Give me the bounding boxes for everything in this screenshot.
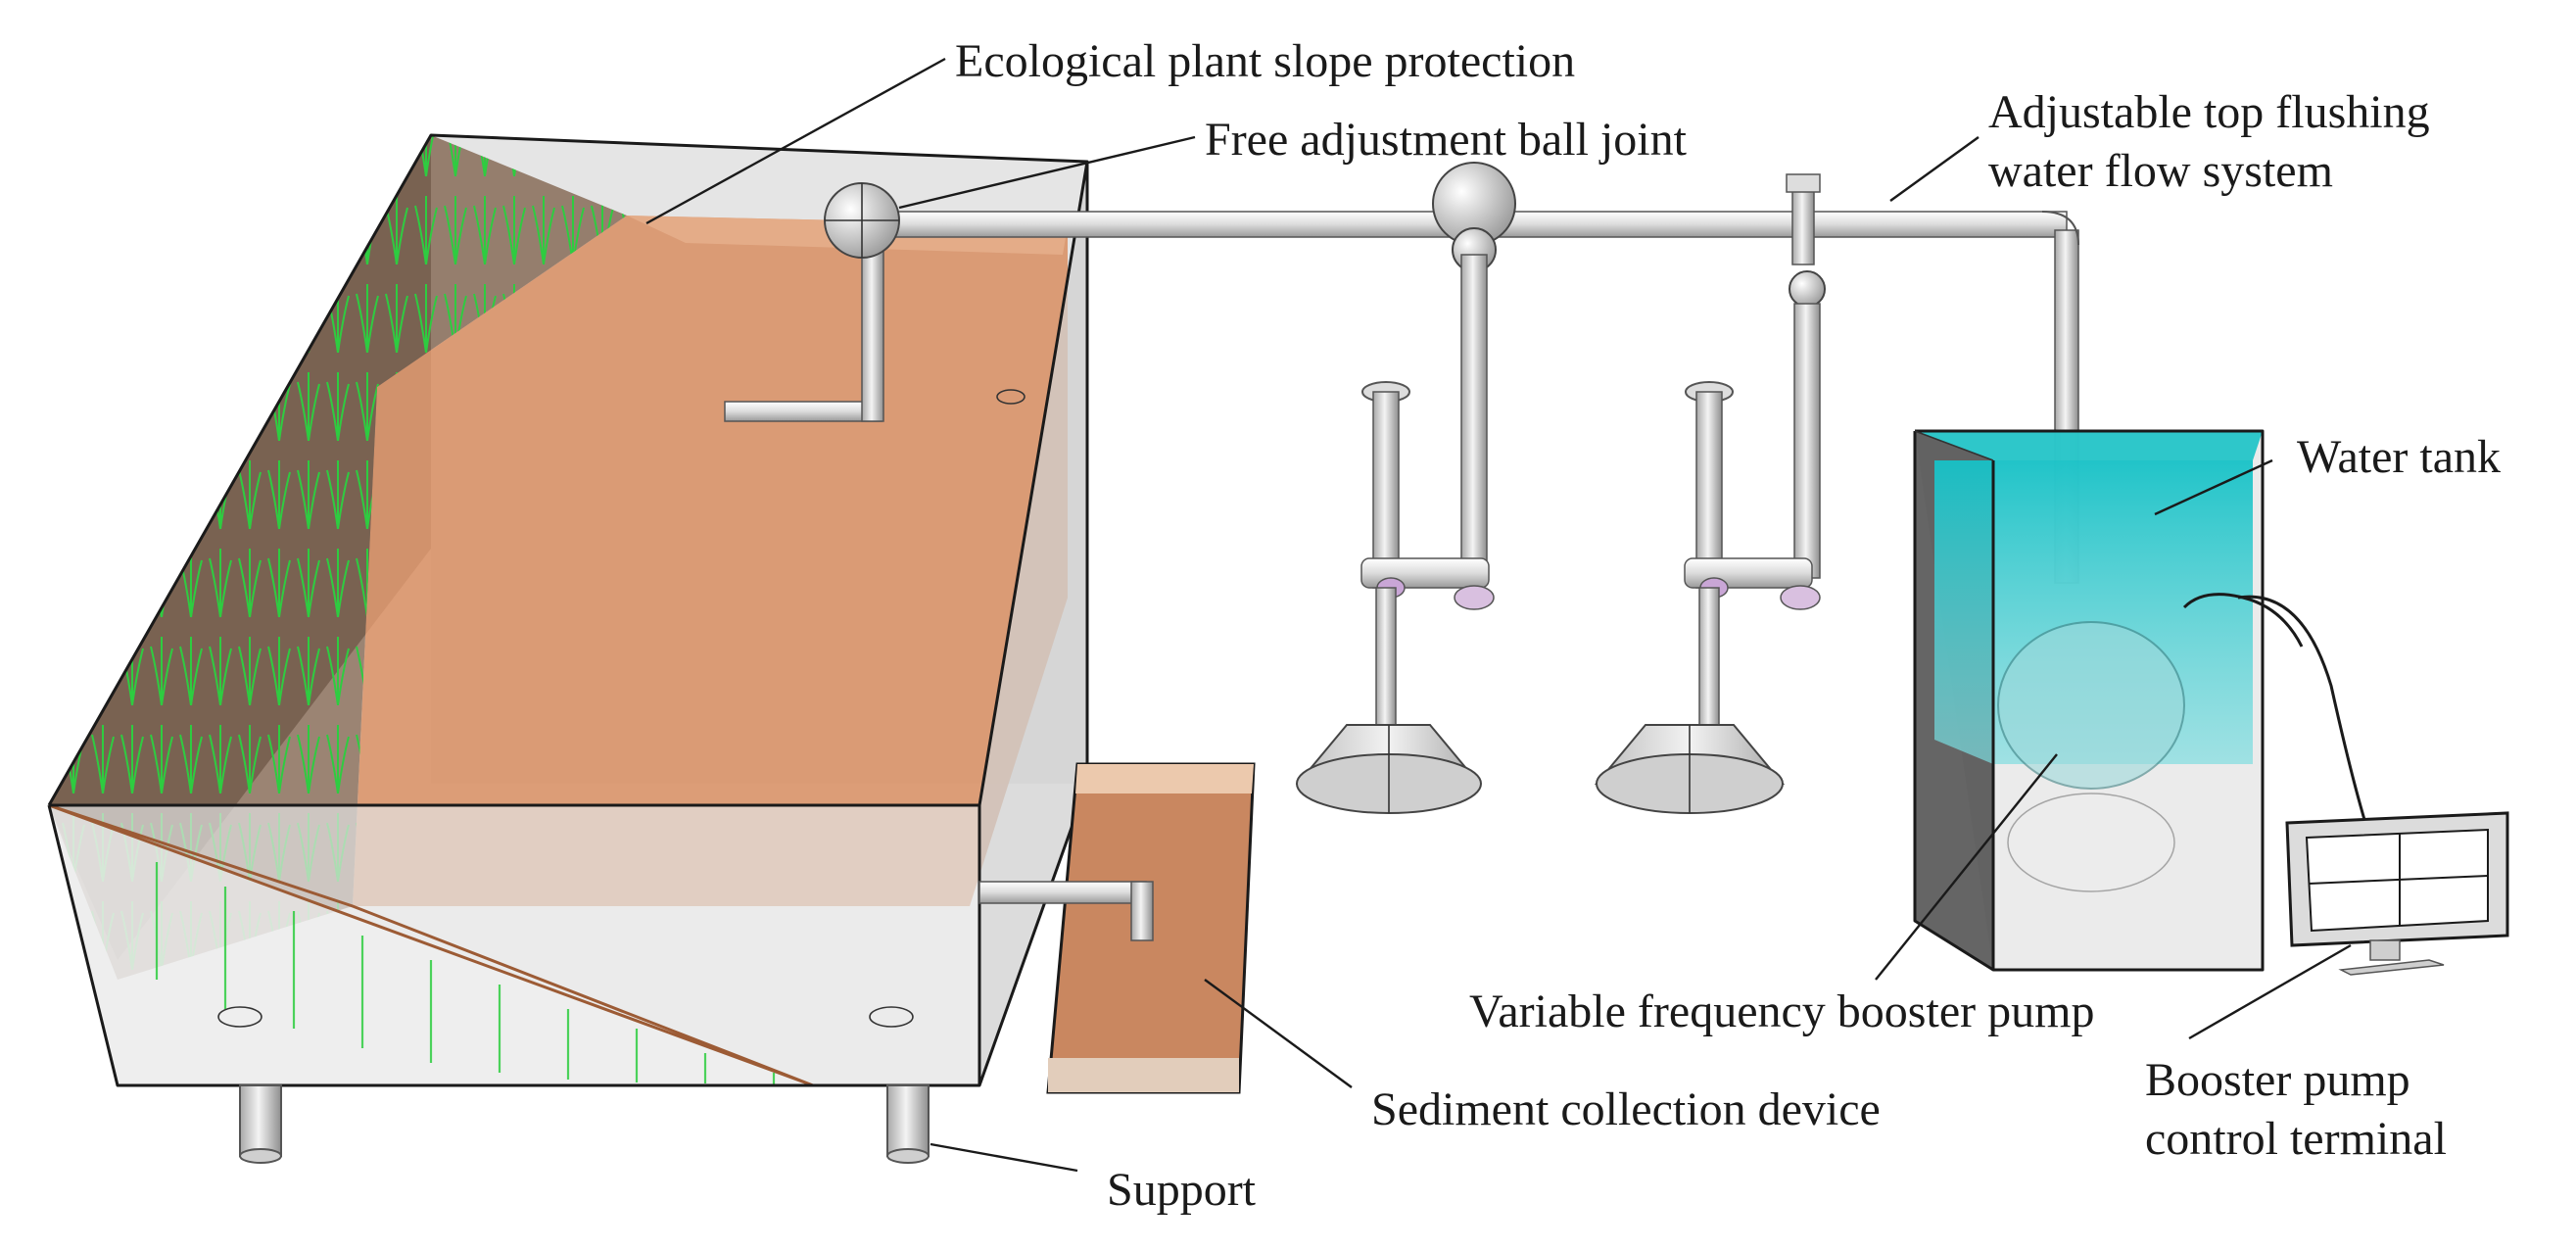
control-terminal-monitor xyxy=(2285,811,2509,976)
label-flow-system-line2: water flow system xyxy=(1988,145,2333,197)
support-legs xyxy=(239,1084,930,1164)
flume-box xyxy=(47,133,1089,1087)
label-booster-pump: Variable frequency booster pump xyxy=(1469,986,2094,1037)
adjustable-stand-right xyxy=(1594,381,1821,814)
label-support: Support xyxy=(1107,1164,1257,1216)
flushing-pipe-system xyxy=(824,162,2079,584)
sediment-collection-box xyxy=(978,762,1256,1094)
label-water-tank: Water tank xyxy=(2297,431,2501,483)
water-tank xyxy=(1913,429,2367,972)
label-ball-joint: Free adjustment ball joint xyxy=(1205,114,1688,166)
label-sediment-device: Sediment collection device xyxy=(1371,1083,1881,1135)
leader-lines xyxy=(645,57,2352,1173)
label-control-terminal-line2: control terminal xyxy=(2145,1113,2447,1165)
label-flow-system-line1: Adjustable top flushing xyxy=(1988,86,2430,138)
soil-bed xyxy=(353,216,1068,906)
label-control-terminal-line1: Booster pump xyxy=(2145,1054,2410,1106)
label-slope-protection: Ecological plant slope protection xyxy=(955,35,1575,87)
adjustable-stand-left xyxy=(1295,381,1495,814)
